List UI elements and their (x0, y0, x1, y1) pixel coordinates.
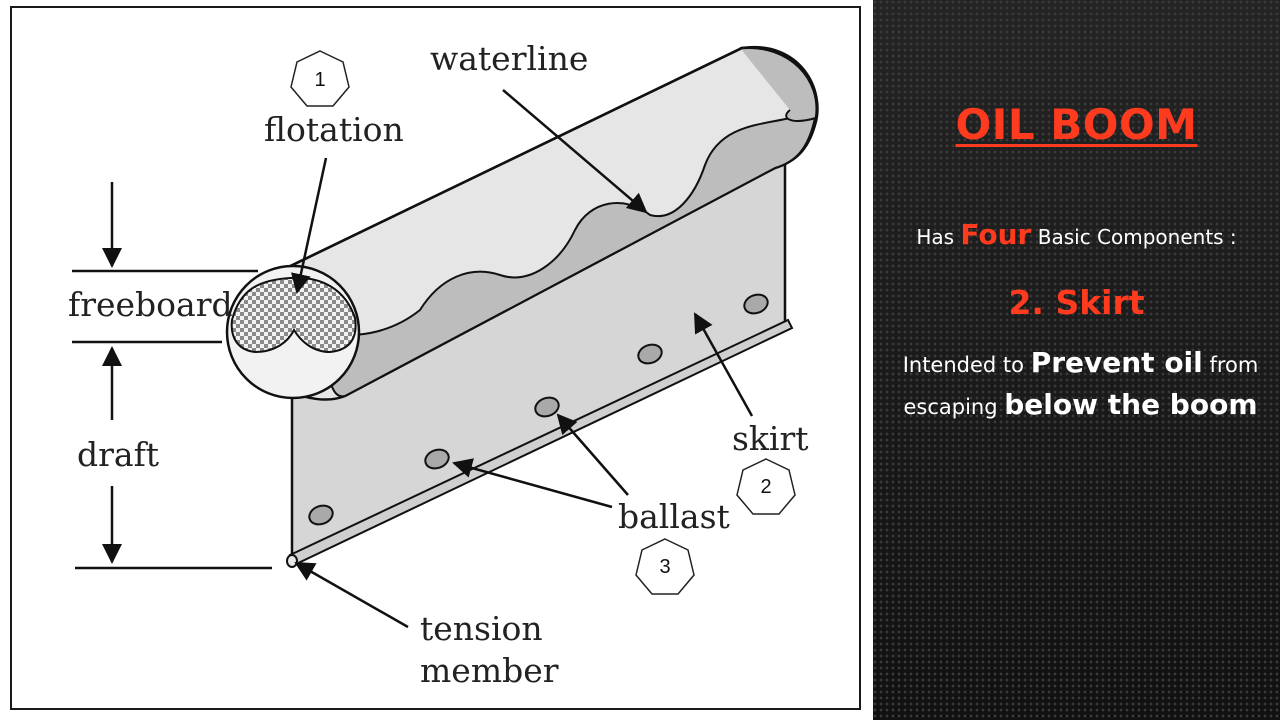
badge-skirt: 2 (736, 458, 796, 515)
badge-flotation-number: 1 (314, 69, 325, 91)
tension-member-end (286, 554, 298, 568)
description-emphasis-1: Prevent oil (1030, 346, 1203, 379)
badge-ballast: 3 (635, 538, 695, 595)
text-panel: OIL BOOM Has Four Basic Components : 2. … (873, 0, 1280, 720)
description-part-1: Intended to (902, 353, 1024, 377)
label-waterline: waterline (430, 39, 588, 78)
description-emphasis-2: below the boom (1004, 388, 1258, 421)
label-ballast: ballast (618, 497, 730, 536)
ballast-pointer-a (452, 458, 613, 509)
slide-title: OIL BOOM (955, 100, 1198, 149)
diagram-frame (10, 6, 861, 710)
component-subtitle: 2. Skirt (1008, 283, 1145, 322)
components-count: Four (960, 218, 1032, 251)
label-member: member (420, 651, 559, 690)
components-line: Has Four Basic Components : (873, 218, 1280, 251)
badge-flotation: 1 (290, 50, 350, 107)
oil-boom-diagram: waterline flotation freeboard draft skir… (68, 39, 819, 690)
ballast-pointer-b (556, 413, 629, 496)
label-freeboard: freeboard (68, 285, 233, 324)
components-prefix: Has (916, 225, 955, 249)
diagram-panel: waterline flotation freeboard draft skir… (10, 6, 861, 710)
badge-ballast-number: 3 (659, 556, 670, 578)
flotation-pointer (291, 157, 328, 294)
ballast-weight (424, 448, 450, 470)
ballast-weight (534, 396, 560, 418)
tension-pointer (294, 561, 409, 629)
skirt-pointer (693, 312, 754, 417)
badge-skirt-number: 2 (760, 476, 771, 498)
label-skirt: skirt (732, 419, 809, 458)
ballast-weight (743, 293, 769, 315)
waterline-shade (327, 111, 817, 398)
description-part-2: from escaping (903, 353, 1259, 419)
waterline-pointer (502, 89, 648, 214)
flotation-fill (230, 276, 357, 354)
ballast-weight (637, 343, 663, 365)
components-suffix: Basic Components : (1037, 225, 1237, 249)
cylinder-top-edge (277, 46, 818, 274)
component-description: Intended to Prevent oil from escaping be… (893, 343, 1268, 427)
label-flotation: flotation (264, 110, 404, 149)
ballast-weight (308, 504, 334, 526)
label-tension: tension (420, 609, 543, 648)
label-draft: draft (77, 435, 159, 474)
